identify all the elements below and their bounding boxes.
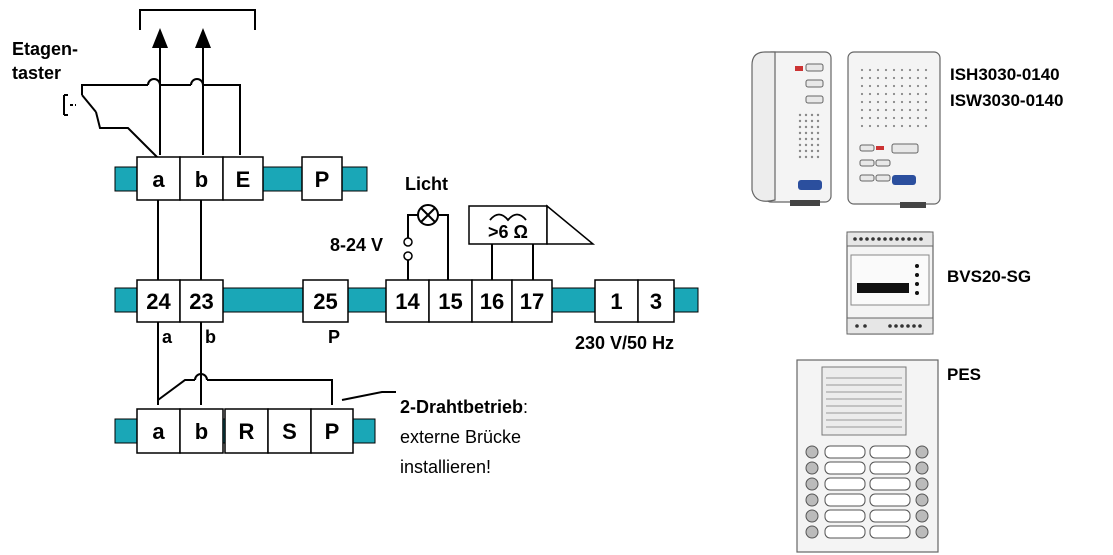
terminal-p bbox=[301, 156, 343, 201]
p-label: P bbox=[328, 327, 340, 347]
arrow-up-icon bbox=[152, 28, 168, 48]
terminal-label: b bbox=[195, 167, 208, 192]
lamp-icon bbox=[417, 204, 439, 226]
handset-model-label-2: ISW3030-0140 bbox=[950, 91, 1063, 110]
intercom-device-image bbox=[847, 51, 941, 208]
two-wire-note: 2-Drahtbetrieb: bbox=[400, 397, 528, 417]
bottom-terminal-strip: a b R S P bbox=[136, 408, 354, 454]
terminal-a bbox=[136, 408, 181, 454]
controller-device-image bbox=[846, 231, 934, 335]
voltage-terminal-icon bbox=[403, 251, 413, 261]
terminal-b bbox=[179, 156, 224, 201]
outgoing-wires bbox=[139, 9, 256, 155]
top-terminal-strip: a b E P bbox=[136, 156, 343, 201]
terminal-label: 25 bbox=[313, 289, 337, 314]
handset-model-label-1: ISH3030-0140 bbox=[950, 65, 1060, 84]
terminal-p bbox=[310, 408, 354, 454]
two-wire-note-line2: externe Brücke bbox=[400, 427, 521, 447]
etagentaster-label-line1: Etagen- bbox=[12, 39, 78, 59]
terminal-label: a bbox=[152, 419, 165, 444]
terminal-e bbox=[222, 156, 264, 201]
terminal-label: b bbox=[195, 419, 208, 444]
terminal-label: a bbox=[152, 167, 165, 192]
handset-device-image bbox=[751, 51, 832, 206]
terminal-label: 23 bbox=[189, 289, 213, 314]
speaker-icon bbox=[468, 204, 596, 245]
terminal-label: P bbox=[315, 167, 330, 192]
arrow-up-icon bbox=[195, 28, 211, 48]
middle-terminal-strip: 24 23 25 14 15 16 17 1 3 bbox=[136, 279, 675, 323]
floor-button-switch-icon bbox=[63, 92, 97, 116]
terminal-15 bbox=[428, 279, 473, 323]
two-wire-note-line3: installieren! bbox=[400, 457, 491, 477]
terminal-label: S bbox=[282, 419, 297, 444]
wire-b-label: b bbox=[205, 327, 216, 347]
licht-label: Licht bbox=[405, 174, 448, 194]
terminal-3 bbox=[637, 279, 675, 323]
terminal-label: E bbox=[236, 167, 251, 192]
terminal-label: 15 bbox=[438, 289, 462, 314]
door-station-device-image bbox=[796, 359, 939, 553]
terminal-label: 1 bbox=[610, 289, 622, 314]
voltage-label: 8-24 V bbox=[330, 235, 383, 255]
terminal-1 bbox=[594, 279, 639, 323]
terminal-16 bbox=[471, 279, 513, 323]
terminal-s bbox=[267, 408, 312, 454]
terminal-label: 24 bbox=[146, 289, 171, 314]
wire-a-label: a bbox=[162, 327, 173, 347]
door-station-label: PES bbox=[947, 365, 981, 384]
terminal-label: 17 bbox=[520, 289, 544, 314]
terminal-label: 14 bbox=[395, 289, 420, 314]
terminal-label: P bbox=[325, 419, 340, 444]
terminal-r bbox=[224, 408, 269, 454]
terminal-25 bbox=[302, 279, 349, 323]
terminal-14 bbox=[385, 279, 430, 323]
resistance-label: >6 Ω bbox=[488, 222, 528, 242]
controller-model-label: BVS20-SG bbox=[947, 267, 1031, 286]
terminal-label: R bbox=[239, 419, 255, 444]
terminal-a bbox=[136, 156, 181, 201]
terminal-b bbox=[179, 408, 224, 454]
etagentaster-label-line2: taster bbox=[12, 63, 61, 83]
terminal-label: 3 bbox=[650, 289, 662, 314]
voltage-terminal-icon bbox=[403, 237, 413, 247]
mains-label: 230 V/50 Hz bbox=[575, 333, 674, 353]
terminal-17 bbox=[511, 279, 553, 323]
terminal-label: 16 bbox=[480, 289, 504, 314]
terminal-24 bbox=[136, 279, 181, 323]
